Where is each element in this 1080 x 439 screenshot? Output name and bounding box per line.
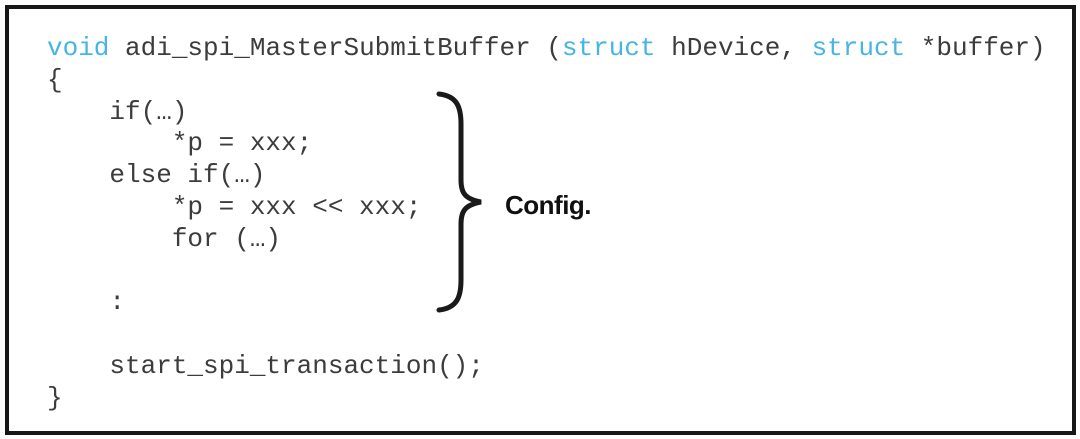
code-line: } [47, 383, 1046, 415]
code-line: *p = xxx; [47, 128, 1046, 160]
code-text: else if(…) [47, 160, 266, 191]
code-line: else if(…) [47, 160, 1046, 192]
code-line [47, 319, 1046, 351]
code-text: start_spi_transaction(); [47, 350, 484, 381]
code-line: { [47, 65, 1046, 97]
code-line: void adi_spi_MasterSubmitBuffer (struct … [47, 33, 1046, 65]
code-text: *buffer) [905, 33, 1046, 63]
code-figure-frame: void adi_spi_MasterSubmitBuffer (struct … [5, 5, 1076, 435]
code-text: for (…) [47, 223, 282, 254]
config-annotation-label: Config. [505, 190, 592, 220]
code-keyword: struct [561, 33, 656, 63]
code-line: if(…) [47, 97, 1046, 129]
brace-path [436, 91, 482, 313]
code-line: *p = xxx << xxx; [47, 192, 1046, 224]
code-text: *p = xxx; [47, 128, 313, 159]
code-text: : [47, 287, 126, 318]
code-text: } [47, 382, 63, 413]
code-keyword: struct [811, 33, 906, 63]
right-curly-brace-icon [430, 89, 488, 315]
code-text: *p = xxx << xxx; [47, 191, 422, 222]
code-text: if(…) [47, 96, 188, 127]
code-block: void adi_spi_MasterSubmitBuffer (struct … [47, 33, 1046, 415]
code-text: hDevice, [655, 33, 812, 63]
code-text: { [47, 64, 63, 95]
code-line: for (…) [47, 224, 1046, 256]
code-text: adi_spi_MasterSubmitBuffer ( [109, 33, 562, 63]
code-keyword: void [47, 33, 110, 63]
code-line: start_spi_transaction(); [47, 351, 1046, 383]
code-line: : [47, 287, 1046, 319]
code-line [47, 256, 1046, 288]
